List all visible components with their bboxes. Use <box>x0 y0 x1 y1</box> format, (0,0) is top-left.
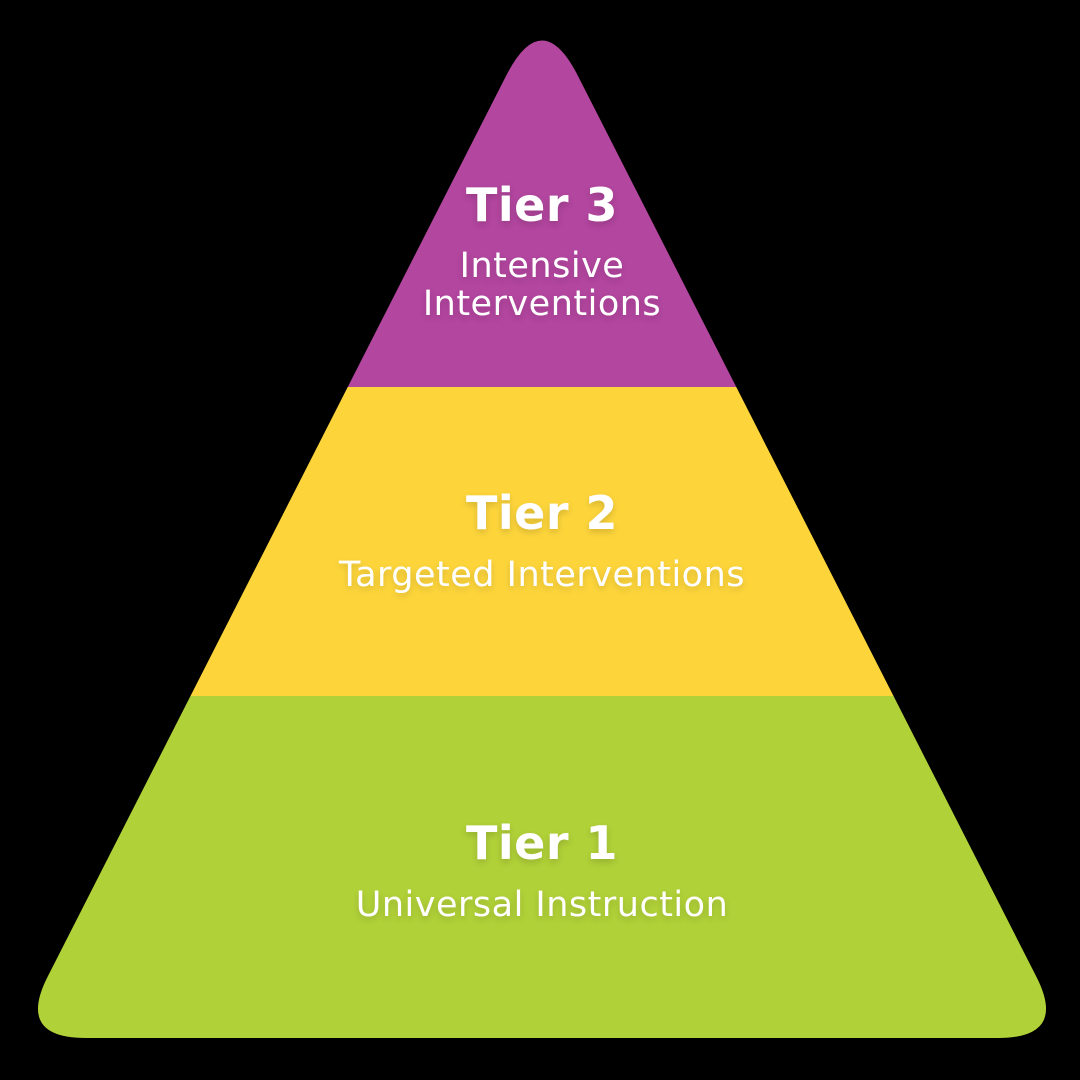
tier-2-band <box>37 387 1047 696</box>
tier-1-band <box>37 696 1047 1038</box>
tier-3-band <box>37 40 1047 387</box>
